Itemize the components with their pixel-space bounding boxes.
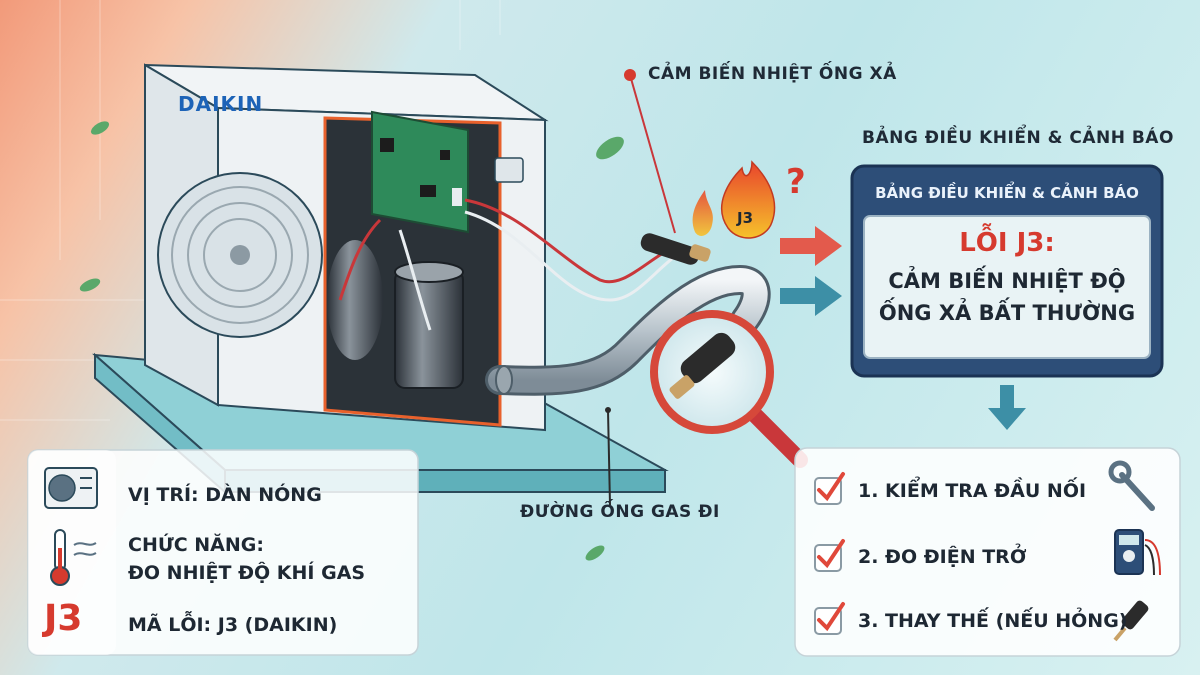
sensor-wires [338, 198, 691, 331]
panel-error-code: LỖI J3: [959, 228, 1055, 258]
wrench-icon [1108, 460, 1155, 511]
info-function-title: CHỨC NĂNG: [128, 534, 264, 556]
thermometer-icon [50, 529, 97, 586]
leaf-icon [79, 121, 624, 561]
outdoor-unit [144, 63, 549, 432]
info-location: VỊ TRÍ: DÀN NÓNG [128, 484, 322, 506]
sensor-marker-dot [624, 69, 636, 81]
error-badge: J3 [44, 598, 83, 639]
sensor-label: CẢM BIẾN NHIỆT ỐNG XẢ [648, 64, 897, 84]
info-function-desc: ĐO NHIỆT ĐỘ KHÍ GAS [128, 562, 366, 584]
panel-title-label: BẢNG ĐIỀU KHIỂN & CẢNH BÁO [862, 128, 1174, 148]
steps-box-frame [794, 447, 1181, 657]
panel-header: BẢNG ĐIỀU KHIỂN & CẢNH BÁO [875, 184, 1139, 202]
heat-flame-icon [692, 190, 713, 236]
magnifier-icon [650, 310, 808, 468]
step-item-1: 1. KIỂM TRA ĐẦU NỐI [858, 480, 1087, 502]
step-item-3: 3. THAY THẾ (NẾU HỎNG) [858, 610, 1128, 632]
pipe-label: ĐƯỜNG ỐNG GAS ĐI [520, 502, 720, 522]
gas-pipe [485, 264, 771, 396]
panel-desc-line1: CẢM BIẾN NHIỆT ĐỘ [888, 269, 1126, 293]
multimeter-icon [1114, 529, 1161, 576]
flame-code-label: J3 [737, 209, 754, 227]
sensor-probe-icon [1113, 600, 1149, 642]
step-item-2: 2. ĐO ĐIỆN TRỞ [858, 546, 1027, 568]
checkbox-icon [814, 472, 845, 635]
brand-logo: DAIKIN [178, 92, 264, 116]
alert-flame-icon [721, 160, 776, 239]
flow-arrows [780, 226, 1026, 430]
panel-desc-line2: ỐNG XẢ BẤT THƯỜNG [878, 301, 1136, 325]
sensor-leader-line [629, 74, 676, 234]
discharge-temp-sensor [640, 233, 711, 265]
outdoor-unit-icon [44, 467, 98, 509]
info-error-code: MÃ LỖI: J3 (DAIKIN) [128, 614, 338, 636]
pipe-leader-line [607, 409, 611, 506]
question-mark: ? [786, 162, 806, 202]
control-panel-frame [850, 164, 1164, 378]
